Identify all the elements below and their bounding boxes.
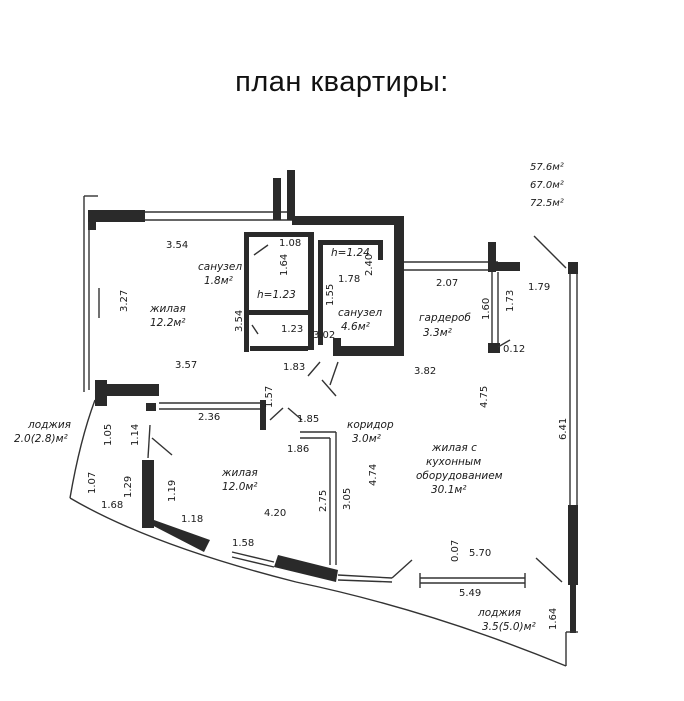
- height-h1: h=1.24: [331, 247, 370, 259]
- walls: [88, 170, 578, 633]
- dim-2-07: 2.07: [436, 278, 458, 289]
- dim-3-57: 3.57: [175, 360, 197, 371]
- dim-1-79: 1.79: [528, 282, 550, 293]
- page-title: план квартиры:: [235, 66, 449, 98]
- dim-1-18: 1.18: [181, 514, 203, 525]
- wall-top-middle: [292, 216, 404, 225]
- wall-top-left: [93, 210, 145, 222]
- room-bath2-name: санузел: [338, 307, 382, 319]
- dim-1-78: 1.78: [338, 274, 360, 285]
- total-area-1: 57.6м²: [530, 162, 564, 173]
- wall-bay-left: [142, 460, 154, 528]
- wall-right-bottom: [568, 505, 578, 585]
- wall-bath2-right: [394, 216, 404, 356]
- dim-1-14: 1.14: [130, 424, 141, 446]
- dim-2-40: 2.40: [364, 254, 375, 276]
- dim-1-29: 1.29: [123, 476, 134, 498]
- wall-bath2-door: [333, 338, 341, 356]
- dim-1-19: 1.19: [167, 480, 178, 502]
- wall-corner-tl: [88, 210, 96, 230]
- dim-1-57: 1.57: [264, 386, 275, 408]
- dim-1-58: 1.58: [232, 538, 254, 549]
- room-living3-name-2: кухонным: [426, 456, 481, 468]
- wall-wardrobe-right: [496, 262, 520, 271]
- dim-4-20: 4.20: [264, 508, 286, 519]
- dim-1-86: 1.86: [287, 444, 309, 455]
- wall-right-top: [568, 262, 578, 274]
- room-loggia2-area: 3.5(5.0)м²: [482, 621, 537, 633]
- room-wardrobe-name: гардероб: [419, 312, 471, 324]
- dim-3-82: 3.82: [414, 366, 436, 377]
- room-living2-name: жилая: [221, 467, 258, 479]
- room-loggia2-name: лоджия: [477, 607, 521, 619]
- room-living1-area: 12.2м²: [150, 317, 186, 329]
- room-bath2-area: 4.6м²: [341, 321, 371, 333]
- room-living3-area: 30.1м²: [431, 484, 467, 496]
- dim-6-41: 6.41: [558, 418, 569, 440]
- wall-bottom-window: [274, 555, 338, 582]
- room-loggia1-name: лоджия: [27, 419, 71, 431]
- room-bath1-name: санузел: [198, 261, 242, 273]
- dim-3-54-top: 3.54: [166, 240, 188, 251]
- dim-5-49: 5.49: [459, 588, 481, 599]
- dim-4-74: 4.74: [368, 464, 379, 486]
- total-area-3: 72.5м²: [530, 198, 564, 209]
- dim-3-02: 3.02: [313, 330, 335, 341]
- total-area-2: 67.0м²: [530, 180, 564, 191]
- wall-bath2-left: [318, 240, 323, 345]
- wall-bedroom-divider: [104, 384, 159, 396]
- wall-bath2-bottom: [340, 346, 404, 356]
- dim-1-83: 1.83: [283, 362, 305, 373]
- wall-bath1-bottom: [250, 346, 308, 351]
- dimensions: 3.54 3.27 1.08 1.64 3.54 1.23 1.78 2.40 …: [87, 238, 569, 630]
- room-living1-name: жилая: [149, 303, 186, 315]
- room-loggia1-area: 2.0(2.8)м²: [14, 433, 69, 445]
- wall-wardrobe-stub: [488, 242, 496, 272]
- wall-bath1-left: [244, 232, 249, 352]
- room-living3-name-3: оборудованием: [416, 470, 503, 482]
- room-living3-name-1: жилая с: [431, 442, 477, 454]
- dim-1-64: 1.64: [279, 254, 290, 276]
- dim-3-27: 3.27: [119, 290, 130, 312]
- room-corridor-name: коридор: [347, 419, 394, 431]
- dim-1-73: 1.73: [505, 290, 516, 312]
- dim-2-75: 2.75: [318, 490, 329, 512]
- shaft-right: [287, 170, 295, 220]
- wall-bath2-top: [318, 240, 383, 245]
- wall-bedroom-door: [260, 400, 266, 430]
- wall-wardrobe-bottom: [488, 343, 500, 353]
- wall-right-loggia: [570, 585, 576, 633]
- glazing: [69, 195, 578, 667]
- dim-1-85: 1.85: [297, 414, 319, 425]
- dim-1-55: 1.55: [325, 284, 336, 306]
- wall-bedroom-post: [146, 403, 156, 411]
- dim-0-12: 0.12: [503, 344, 525, 355]
- dim-0-07: 0.07: [450, 540, 461, 562]
- wall-bay-bottom: [142, 520, 210, 552]
- wall-bath-divider: [308, 232, 314, 350]
- dim-1-07: 1.07: [87, 472, 98, 494]
- room-bath1-area: 1.8м²: [204, 275, 234, 287]
- dim-4-75: 4.75: [479, 386, 490, 408]
- room-wardrobe-area: 3.3м²: [423, 327, 453, 339]
- shaft-left: [273, 178, 281, 220]
- dim-1-08: 1.08: [279, 238, 301, 249]
- wall-bath2-top-right: [378, 240, 383, 260]
- wall-bath1-top: [244, 232, 308, 237]
- room-corridor-area: 3.0м²: [352, 433, 382, 445]
- wall-bath1-mid: [249, 310, 308, 315]
- room-living2-area: 12.0м²: [222, 481, 258, 493]
- dim-1-68: 1.68: [101, 500, 123, 511]
- dim-1-64-loggia: 1.64: [548, 608, 559, 630]
- dim-1-60: 1.60: [481, 298, 492, 320]
- dim-2-36: 2.36: [198, 412, 220, 423]
- dim-1-23: 1.23: [281, 324, 303, 335]
- dim-5-70: 5.70: [469, 548, 491, 559]
- dim-3-05: 3.05: [342, 488, 353, 510]
- dim-1-05: 1.05: [103, 424, 114, 446]
- dim-3-54-v: 3.54: [234, 310, 245, 332]
- height-h2: h=1.23: [257, 289, 296, 301]
